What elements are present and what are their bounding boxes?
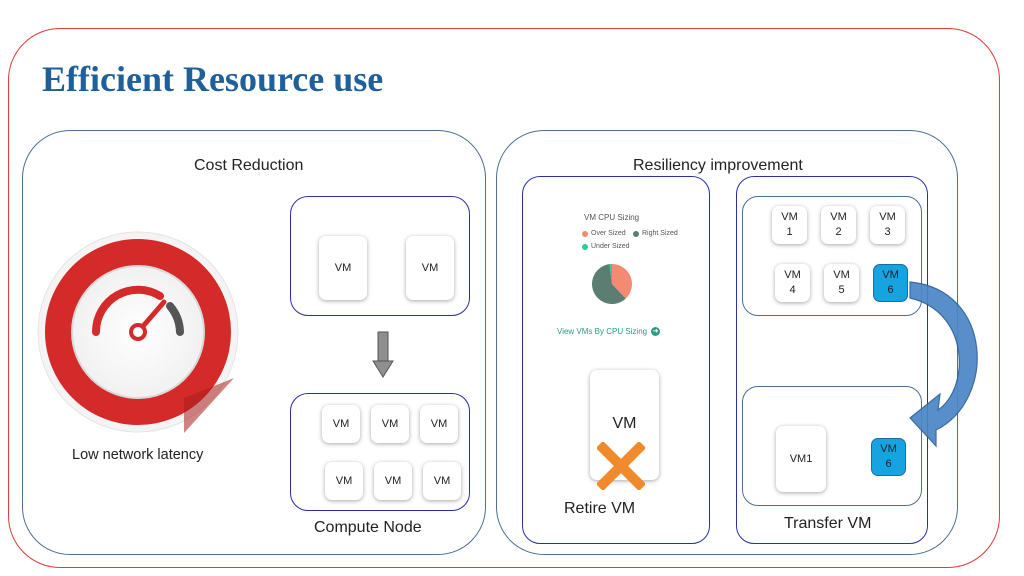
retire-vm-label: Retire VM bbox=[564, 500, 636, 517]
compute-node-label: Compute Node bbox=[314, 519, 422, 536]
vm-card: VM 3 bbox=[870, 206, 905, 244]
vm-card: VM bbox=[319, 236, 367, 300]
vm-card: VM bbox=[374, 462, 412, 500]
vm-card: VM bbox=[322, 405, 360, 443]
legend-swatch bbox=[582, 230, 588, 237]
view-vms-link[interactable]: View VMs By CPU Sizing ➜ bbox=[557, 327, 661, 336]
vm-host-box bbox=[290, 196, 470, 316]
vm-card: VM bbox=[420, 405, 458, 443]
transfer-vm-label: Transfer VM bbox=[784, 515, 872, 532]
down-arrow-icon bbox=[372, 331, 394, 378]
retire-vm-box bbox=[522, 176, 710, 544]
vm-card: VM bbox=[423, 462, 461, 500]
pie-slice bbox=[612, 264, 632, 299]
transfer-arrow-icon bbox=[909, 281, 978, 448]
legend-swatch bbox=[633, 230, 639, 237]
slide-title: Efficient Resource use bbox=[42, 59, 384, 99]
vm-card: VM 1 bbox=[772, 206, 807, 244]
cpu-sizing-pie-chart bbox=[592, 264, 632, 304]
legend-item: Right Sized bbox=[633, 230, 678, 237]
arrow-right-icon: ➜ bbox=[651, 327, 661, 336]
close-icon bbox=[597, 442, 645, 490]
vm-card: VM 5 bbox=[824, 264, 859, 302]
cost-reduction-heading: Cost Reduction bbox=[194, 157, 304, 174]
slide-frame bbox=[8, 28, 1000, 568]
latency-label: Low network latency bbox=[72, 447, 204, 463]
pie-slice bbox=[609, 264, 612, 284]
legend-item: Over Sized bbox=[582, 230, 626, 237]
vm-card-transferred: VM 6 bbox=[871, 438, 906, 476]
vm-card: VM bbox=[325, 462, 363, 500]
retired-vm-card: VM bbox=[590, 370, 659, 480]
compute-node-box bbox=[290, 393, 470, 511]
legend-swatch bbox=[582, 243, 588, 250]
speedometer-icon bbox=[37, 231, 239, 433]
source-host-box bbox=[742, 196, 922, 316]
cpu-sizing-title: VM CPU Sizing bbox=[584, 213, 640, 222]
vm-card: VM bbox=[371, 405, 409, 443]
vm-card: VM1 bbox=[776, 426, 826, 492]
cost-reduction-panel bbox=[22, 130, 486, 555]
resiliency-heading: Resiliency improvement bbox=[633, 157, 803, 174]
target-host-box bbox=[742, 386, 922, 506]
vm-card: VM 2 bbox=[821, 206, 856, 244]
vm-card: VM bbox=[406, 236, 454, 300]
vm-card: VM 4 bbox=[775, 264, 810, 302]
pie-slice bbox=[592, 264, 626, 304]
transfer-vm-box bbox=[736, 176, 928, 544]
vm-card-highlighted: VM 6 bbox=[873, 264, 908, 302]
legend-item: Under Sized bbox=[582, 243, 630, 250]
